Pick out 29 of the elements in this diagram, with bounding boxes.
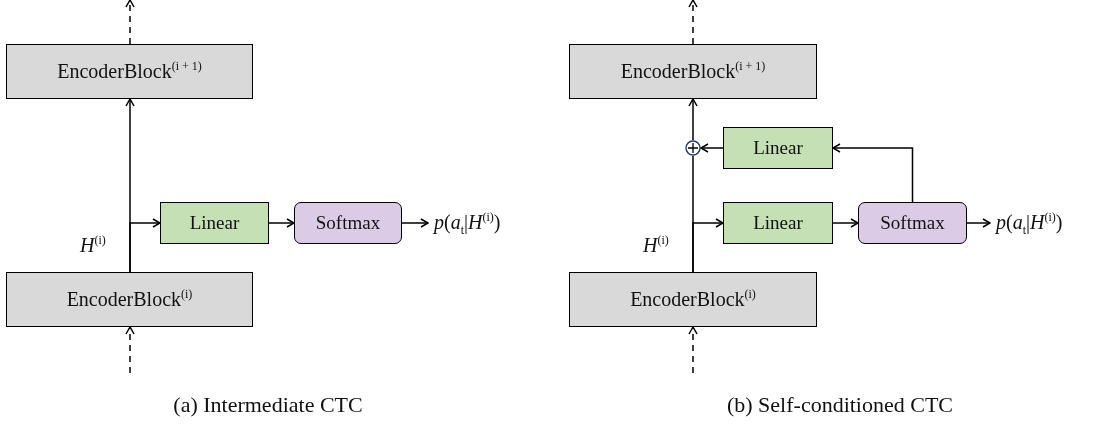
encoder-block: EncoderBlock$^{(i)}$ xyxy=(6,272,253,327)
dashed-arrow xyxy=(125,326,135,374)
arrow xyxy=(966,218,991,228)
encoder-block: EncoderBlock$^{(i)}$ xyxy=(569,272,817,327)
arrow xyxy=(700,143,724,153)
arrow xyxy=(832,218,859,228)
edge-label: H$^{(i)}$ xyxy=(643,234,669,257)
arrow xyxy=(688,98,698,141)
dashed-arrow xyxy=(688,0,698,45)
probability-formula: p(a$_{t}$|H$^{(i)}$) xyxy=(434,206,501,238)
arrow xyxy=(129,218,161,273)
softmax-box: Softmax xyxy=(294,202,402,244)
dashed-arrow xyxy=(125,0,135,45)
edge-label: H$^{(i)}$ xyxy=(80,234,106,257)
linear-layer-box: Linear xyxy=(723,202,833,244)
encoder-block: EncoderBlock$^{(i + 1)}$ xyxy=(6,44,253,99)
encoder-block: EncoderBlock$^{(i + 1)}$ xyxy=(569,44,817,99)
linear-layer-box: Linear xyxy=(723,127,833,169)
probability-formula: p(a$_{t}$|H$^{(i)}$) xyxy=(996,206,1063,238)
softmax-box: Softmax xyxy=(858,202,967,244)
panel-caption: (a) Intermediate CTC xyxy=(173,392,363,418)
sum-circle xyxy=(685,140,701,156)
dashed-arrow xyxy=(688,326,698,374)
linear-layer-box: Linear xyxy=(160,202,269,244)
arrow xyxy=(832,143,914,203)
arrow xyxy=(692,218,724,273)
arrow xyxy=(268,218,295,228)
panel-caption: (b) Self-conditioned CTC xyxy=(726,392,954,418)
arrow xyxy=(401,218,429,228)
